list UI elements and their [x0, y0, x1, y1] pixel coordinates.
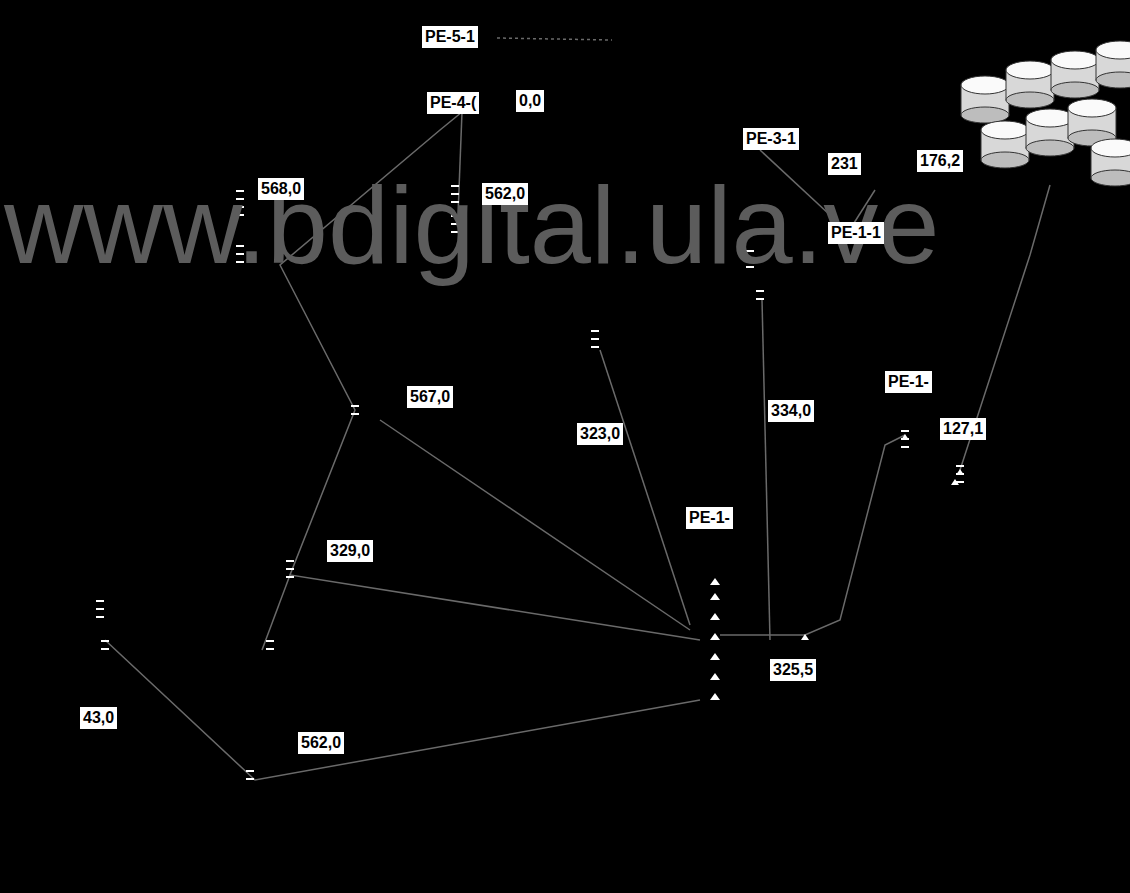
value-label: PE-1- [885, 371, 932, 393]
value-label: 0,0 [516, 90, 544, 112]
well-symbol [96, 616, 104, 618]
label-text: PE-5-1 [425, 28, 475, 45]
value-label: 323,0 [577, 423, 623, 445]
label-text: PE-1- [689, 509, 730, 526]
label-text: PE-4-( [430, 94, 476, 111]
label-text: 562,0 [485, 185, 525, 202]
label-text: 562,0 [301, 734, 341, 751]
well-triangle [901, 434, 909, 440]
well-triangle [710, 693, 720, 700]
label-text: PE-1- [888, 373, 929, 390]
value-label: 43,0 [80, 707, 117, 729]
well-symbol [246, 770, 254, 772]
well-symbol [591, 346, 599, 348]
value-label: 127,1 [940, 418, 986, 440]
tank-farm [961, 41, 1130, 186]
well-symbol [901, 430, 909, 432]
value-label: 231 [828, 153, 861, 175]
value-label: PE-1-1 [828, 222, 884, 244]
label-text: 567,0 [410, 388, 450, 405]
label-text: 334,0 [771, 402, 811, 419]
well-symbol [756, 298, 764, 300]
well-symbol [591, 338, 599, 340]
well-triangle [956, 469, 964, 475]
well-symbol [901, 446, 909, 448]
well-triangle [951, 479, 959, 485]
label-text: 43,0 [83, 709, 114, 726]
well-symbol [591, 330, 599, 332]
label-text: PE-3-1 [746, 130, 796, 147]
value-label: 568,0 [258, 178, 304, 200]
label-text: 568,0 [261, 180, 301, 197]
well-symbol [101, 648, 109, 650]
value-label: 176,2 [917, 150, 963, 172]
well-triangle [710, 633, 720, 640]
well-symbol [266, 640, 274, 642]
value-label: 334,0 [768, 400, 814, 422]
well-symbol [266, 648, 274, 650]
well-symbol [246, 778, 254, 780]
label-text: 323,0 [580, 425, 620, 442]
well-symbol [286, 560, 294, 562]
well-triangle [710, 613, 720, 620]
well-symbol [286, 576, 294, 578]
value-label: 325,5 [770, 659, 816, 681]
label-text: 127,1 [943, 420, 983, 437]
value-label: 562,0 [482, 183, 528, 205]
value-label: PE-5-1 [422, 26, 478, 48]
watermark: www.bdigital.ula.ve [4, 170, 939, 280]
label-text: 231 [831, 155, 858, 172]
label-text: 325,5 [773, 661, 813, 678]
well-symbol [286, 568, 294, 570]
well-symbol [956, 465, 964, 467]
well-symbol [756, 290, 764, 292]
value-label: PE-1- [686, 507, 733, 529]
label-text: 176,2 [920, 152, 960, 169]
label-text: 329,0 [330, 542, 370, 559]
value-label: PE-4-( [427, 92, 479, 114]
well-triangle [710, 673, 720, 680]
value-label: 562,0 [298, 732, 344, 754]
value-label: 567,0 [407, 386, 453, 408]
well-triangle [710, 653, 720, 660]
well-symbol [101, 640, 109, 642]
well-symbol [96, 600, 104, 602]
value-label: 329,0 [327, 540, 373, 562]
label-text: PE-1-1 [831, 224, 881, 241]
well-triangle [710, 578, 720, 585]
value-label: PE-3-1 [743, 128, 799, 150]
well-symbol [351, 405, 359, 407]
well-symbol [96, 608, 104, 610]
well-symbol [351, 413, 359, 415]
well-triangle [710, 593, 720, 600]
label-text: 0,0 [519, 92, 541, 109]
well-triangle [801, 634, 809, 640]
